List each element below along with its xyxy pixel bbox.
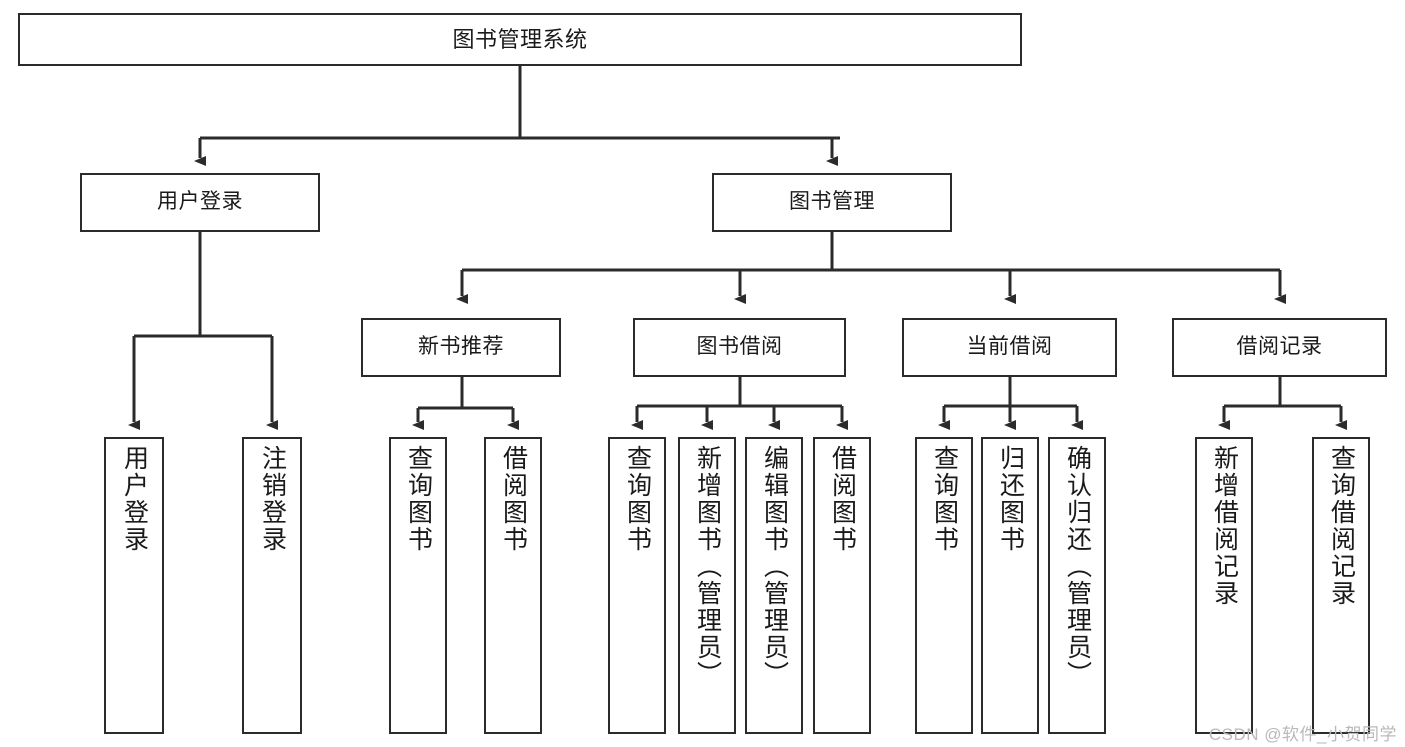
leaf-query-book-2-label: 查询图书 [623,445,652,553]
node-current-borrow-label: 当前借阅 [966,335,1053,359]
leaf-query-book-1[interactable]: 查询图书 [389,437,447,734]
leaf-add-book[interactable]: 新增图书（管理员） [678,437,736,734]
leaf-confirm-return-label: 确认归还（管理员） [1063,445,1092,688]
leaf-query-book-1-label: 查询图书 [404,445,433,553]
node-root-label: 图书管理系统 [452,26,588,52]
leaf-borrow-book-1-label: 借阅图书 [499,445,528,553]
leaf-query-book-2[interactable]: 查询图书 [608,437,666,734]
leaf-edit-book-label: 编辑图书（管理员） [760,445,789,688]
leaf-query-book-3[interactable]: 查询图书 [915,437,973,734]
leaf-confirm-return[interactable]: 确认归还（管理员） [1048,437,1106,734]
leaf-borrow-book-1[interactable]: 借阅图书 [484,437,542,734]
leaf-query-record-label: 查询借阅记录 [1327,445,1356,607]
node-new-book-recommend[interactable]: 新书推荐 [361,318,561,377]
node-current-borrow[interactable]: 当前借阅 [902,318,1117,377]
leaf-user-login-label: 用户登录 [120,445,149,553]
node-book-borrow-label: 图书借阅 [696,335,783,359]
leaf-user-login[interactable]: 用户登录 [104,437,164,734]
leaf-add-book-label: 新增图书（管理员） [693,445,722,688]
node-user-login-label: 用户登录 [157,190,243,214]
leaf-query-book-3-label: 查询图书 [930,445,959,553]
leaf-borrow-book-2-label: 借阅图书 [828,445,857,553]
node-borrow-record-label: 借阅记录 [1236,335,1323,359]
leaf-logout-login-label: 注销登录 [258,445,287,553]
leaf-logout-login[interactable]: 注销登录 [242,437,302,734]
leaf-edit-book[interactable]: 编辑图书（管理员） [745,437,803,734]
leaf-add-record-label: 新增借阅记录 [1210,445,1239,607]
leaf-add-record[interactable]: 新增借阅记录 [1195,437,1253,734]
leaf-borrow-book-2[interactable]: 借阅图书 [813,437,871,734]
node-book-manage[interactable]: 图书管理 [712,173,952,232]
node-book-manage-label: 图书管理 [789,190,875,214]
node-user-login[interactable]: 用户登录 [80,173,320,232]
leaf-return-book-label: 归还图书 [996,445,1025,553]
node-root[interactable]: 图书管理系统 [18,13,1022,66]
node-book-borrow[interactable]: 图书借阅 [633,318,846,377]
csdn-watermark: CSDN @软件_小贺同学 [1208,725,1397,744]
leaf-query-record[interactable]: 查询借阅记录 [1312,437,1370,734]
node-borrow-record[interactable]: 借阅记录 [1172,318,1387,377]
node-new-book-recommend-label: 新书推荐 [418,335,504,359]
leaf-return-book[interactable]: 归还图书 [981,437,1039,734]
